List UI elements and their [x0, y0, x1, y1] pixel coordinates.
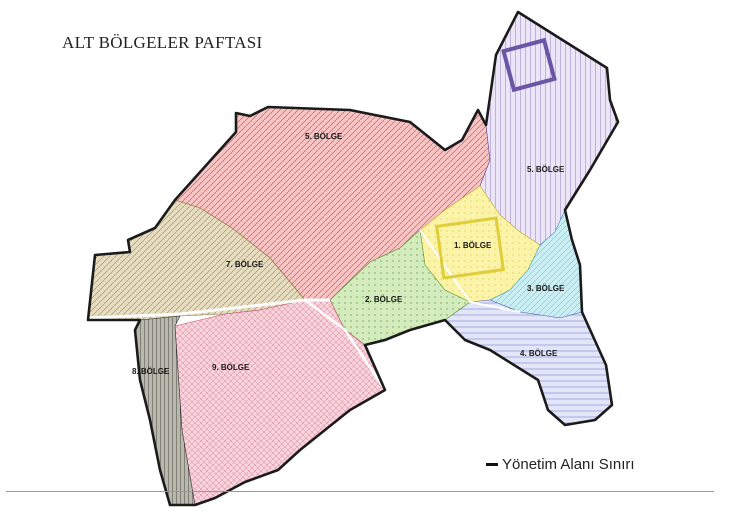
- zone-label-7: 7. BÖLGE: [226, 260, 264, 269]
- zone-label-5-east: 5. BÖLGE: [527, 165, 565, 174]
- zone-label-4: 4. BÖLGE: [520, 349, 558, 358]
- zone-label-2: 2. BÖLGE: [365, 295, 403, 304]
- management-boundary: [86, 10, 620, 507]
- zone-5-east-block: [501, 37, 557, 93]
- bottom-divider: [6, 491, 714, 492]
- zone-label-3: 3. BÖLGE: [527, 284, 565, 293]
- road-main: [87, 298, 330, 320]
- zone-1-block: [434, 216, 506, 280]
- zone-label-9: 9. BÖLGE: [212, 363, 250, 372]
- zone-label-8: 8. BÖLGE: [132, 367, 170, 376]
- zone-label-1: 1. BÖLGE: [454, 241, 492, 250]
- boundary-line-swatch: [486, 463, 498, 466]
- legend-boundary-label: Yönetim Alanı Sınırı: [502, 456, 635, 473]
- legend: Yönetim Alanı Sınırı: [486, 456, 635, 473]
- road-central: [304, 299, 387, 391]
- map-title: ALT BÖLGELER PAFTASI: [62, 33, 263, 52]
- road-east: [419, 229, 521, 313]
- zone-label-5-north: 5. BÖLGE: [305, 132, 343, 141]
- zone-4: [444, 299, 613, 426]
